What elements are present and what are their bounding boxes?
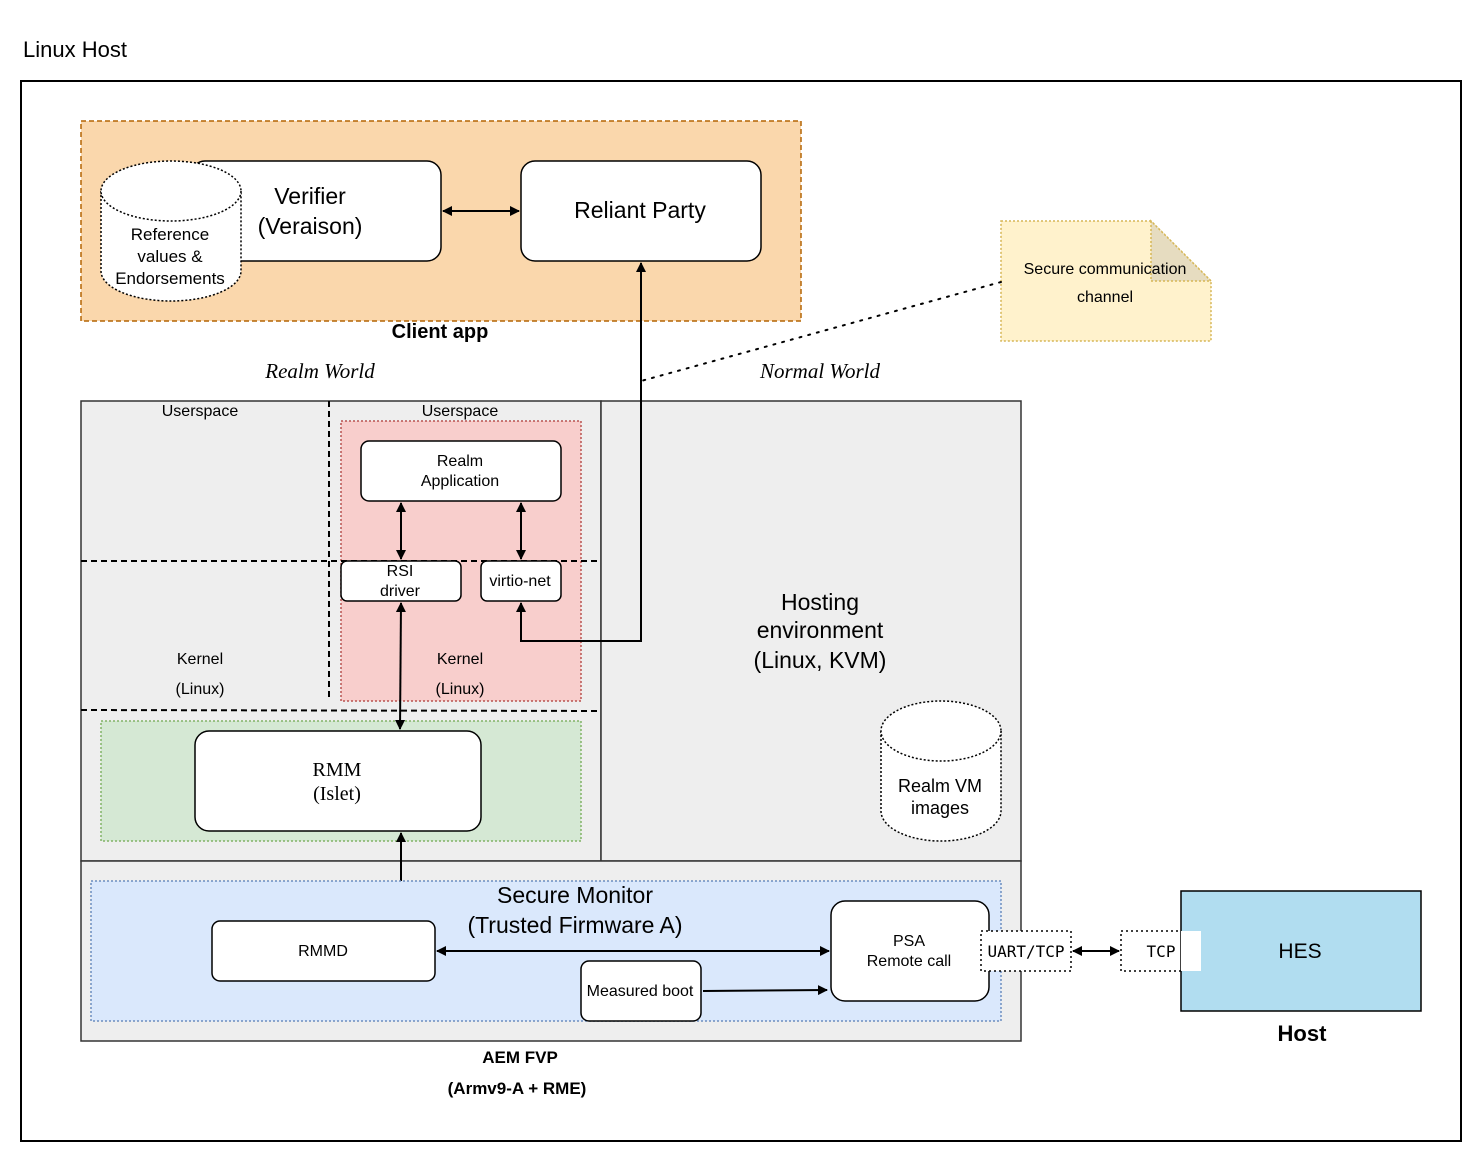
psa-sublabel: Remote call [867,953,951,970]
normal-world-label: Normal World [759,359,881,383]
rsi-rmm-arrow [395,602,406,730]
hosting-environment-label-3: (Linux, KVM) [754,647,887,673]
userspace-left-label: Userspace [162,403,239,420]
secure-channel-label: Secure communication [1024,261,1187,278]
virtio-net-label: virtio-net [489,573,551,590]
secure-monitor-subtitle: (Trusted Firmware A) [467,912,682,938]
reference-values-label-2: values & [137,247,203,266]
host-label: Host [1278,1021,1328,1046]
aem-fvp-sublabel: (Armv9-A + RME) [448,1079,587,1098]
secure-channel-label-2: channel [1077,289,1133,306]
tcp-label: TCP [1147,942,1176,961]
uart-tcp-port[interactable] [980,930,1072,972]
userspace-right-label: Userspace [422,403,499,420]
rmmd-box[interactable] [211,920,436,982]
realm-world-label: Realm World [264,359,375,383]
secure-monitor-title: Secure Monitor [497,882,653,908]
kernel-left-label: Kernel [177,651,223,668]
realm-application-box[interactable] [360,440,562,502]
realm-vm-images-label: Realm VM [898,776,982,796]
realm-vm-images-sublabel: images [911,798,969,818]
psa-label: PSA [893,933,925,950]
rmm-label: RMM [313,759,362,781]
uart-tcp-label: UART/TCP [987,942,1064,961]
kernel-right-label: Kernel [437,651,483,668]
reference-values-label-3: Endorsements [115,269,225,288]
verifier-label: Verifier [274,183,346,209]
reference-values-label: Reference [131,225,209,244]
measured-boot-psa-arrow [702,985,828,996]
virtio-relying-party-arrow [516,262,646,642]
client-app-label: Client app [392,321,489,343]
relying-party-label: Reliant Party [574,197,706,223]
rsi-driver-box[interactable] [340,560,462,602]
kernel-right-sublabel: (Linux) [436,681,485,698]
hosting-environment-label-2: environment [757,617,884,643]
aem-fvp-label: AEM FVP [482,1048,558,1067]
rmmd-label: RMMD [298,943,348,960]
secure-channel-connector [640,281,1002,382]
reference-values-database [100,160,242,302]
realm-application-label: Realm [437,453,483,470]
measured-boot-label: Measured boot [587,983,694,1000]
hes-label: HES [1278,940,1321,963]
rsi-driver-label: RSI [387,563,414,580]
tcp-port-overlay [1181,931,1201,971]
realm-application-sublabel: Application [421,473,499,490]
rmm-box[interactable] [194,730,482,832]
hosting-environment-label: Hosting [781,589,859,615]
realm-vm-images-database [880,700,1002,842]
relying-party-box[interactable] [520,160,762,262]
linux-host-title: Linux Host [23,37,127,62]
secure-channel-note [1000,219,1213,342]
psa-remote-call-box[interactable] [830,900,990,1002]
verifier-sublabel: (Veraison) [258,213,363,239]
kernel-left-sublabel: (Linux) [176,681,225,698]
measured-boot-box[interactable] [580,960,702,1022]
kernel-rmm-divider [80,709,602,712]
rmm-sublabel: (Islet) [313,783,361,805]
rsi-driver-sublabel: driver [380,583,421,600]
